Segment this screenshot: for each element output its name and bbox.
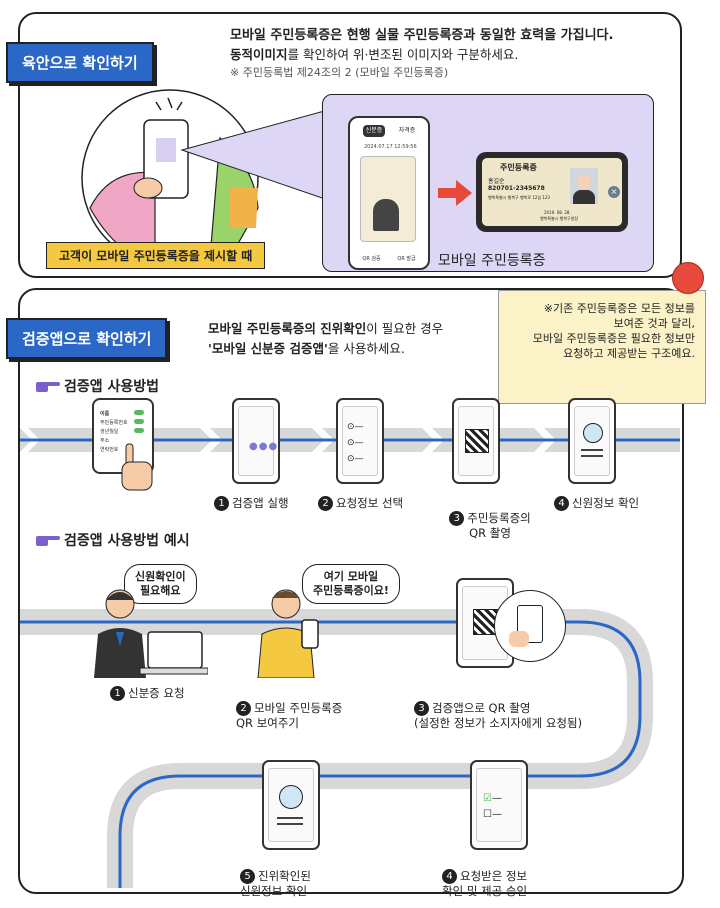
id-card-photo [570,168,598,204]
user-avatar-icon [279,785,303,809]
app-list-item[interactable]: 주소 [100,438,110,444]
phone-qr-issue-button[interactable]: QR 발급 [397,256,416,262]
id-card-title: 주민등록증 [500,163,537,172]
app-list-item[interactable]: 이름 [100,411,110,417]
id-card-name: 홍길순 [488,178,505,185]
phone-id-card-mini [360,156,416,242]
qr-code-icon [465,429,489,453]
close-icon[interactable]: × [608,186,620,198]
usage-title: 검증앱 사용방법 [64,379,160,395]
person-showing-phone-illustration [257,589,319,678]
law-footnote: ※ 주민등록법 제24조의 2 (모바일 주민등록증) [230,66,449,79]
clerk-with-laptop-illustration [94,589,208,678]
app-list-item[interactable]: 생년월일 [100,429,119,435]
arrow-right-icon [438,180,472,206]
heading-line2-rest: 를 확인하여 위·변조된 이미지와 구분하세요. [287,47,519,62]
id-card-address: 행복특별시 행복구 행복로 12길 123 [488,195,550,200]
qr-scan-zoom-circle [494,590,566,662]
customer-caption: 고객이 모바일 주민등록증을 제시할 때 [46,242,266,269]
speech-bubble-request: 신원확인이 필요해요 [124,564,197,604]
phone-tab-id[interactable]: 신분증 [362,125,386,137]
usage-phone-select: ⊙—⊙—⊙— [336,398,384,484]
example-phone-approve: ☑—☐— [470,760,528,850]
pointing-hand-icon [36,382,60,392]
mobile-id-label: 모바일 주민등록증 [438,253,546,269]
phone-qr-verify-button[interactable]: QR 검증 [362,256,381,262]
app-list-item[interactable]: 주민등록번호 [100,420,128,426]
app-list-item[interactable]: 연락번호 [100,447,119,453]
tag-visual-check: 육안으로 확인하기 [6,42,154,83]
id-card-date: 2019. 08. 28. [544,210,571,215]
id-card-issuer: 행복특별시 행복구청장 [540,216,579,221]
app-check-intro-line1: 모바일 주민등록증의 진위확인이 필요한 경우 [208,318,443,337]
usage-phone-qr [452,398,500,484]
tapping-hand-icon [121,443,153,491]
pointing-hand-icon [36,536,60,546]
example-road [20,609,653,888]
tag-app-check: 검증앱으로 확인하기 [6,318,168,359]
zoom-connector [180,110,329,200]
id-card-number: 820701-2345678 [488,185,545,192]
usage-phone-identity [568,398,616,484]
intro-line1-rest: 이 필요한 경우 [366,321,444,336]
usage-phone-launch: ●●● [232,398,280,484]
mobile-id-phone: 신분증 자격증 2024.07.17 12:59:56 QR 검증 QR 발급 [348,116,430,270]
intro-line2-emphasis: '모바일 신분증 검증앱' [208,341,328,356]
example-title: 검증앱 사용방법 예시 [64,533,190,549]
dynamic-image-emphasis: 동적이미지 [230,47,288,62]
phone-tab-cert[interactable]: 자격증 [398,127,416,134]
example-phone-verified [262,760,320,850]
pushpin-icon [672,262,704,294]
app-list-phone: 이름 주민등록번호 생년월일 주소 연락번호 [92,398,154,474]
id-card-landscape-phone: 주민등록증 홍길순 820701-2345678 행복특별시 행복구 행복로 1… [476,152,628,232]
app-check-intro-line2: '모바일 신분증 검증앱'을 사용하세요. [208,338,405,357]
speech-bubble-present: 여기 모바일 주민등록증이요! [302,564,400,604]
user-avatar-icon [583,423,603,443]
sticky-note: ※기존 주민등록증은 모든 정보를 보여준 것과 달리, 모바일 주민등록증은 … [498,290,706,404]
phone-timestamp: 2024.07.17 12:59:56 [364,144,417,150]
heading-visual-check-line2: 동적이미지를 확인하여 위·변조된 이미지와 구분하세요. [230,44,518,63]
intro-line1-emphasis: 모바일 주민등록증의 진위확인 [208,321,367,336]
heading-visual-check: 모바일 주민등록증은 현행 실물 주민등록증과 동일한 효력을 가집니다. [230,28,614,43]
intro-line2-rest: 을 사용하세요. [327,341,405,356]
